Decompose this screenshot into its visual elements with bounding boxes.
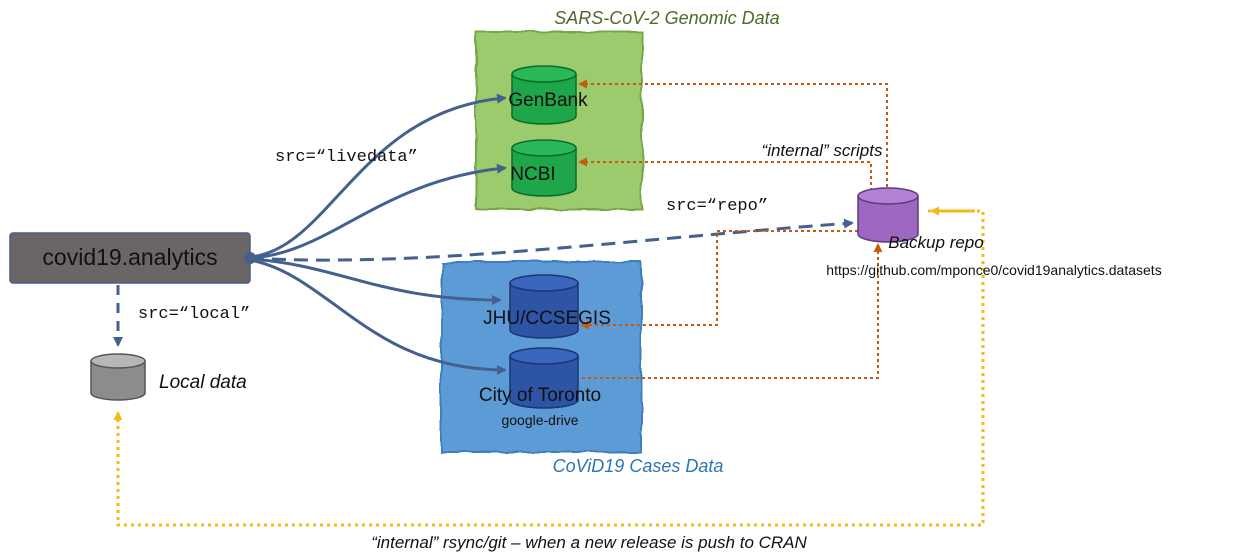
- genbank-label: GenBank: [508, 90, 588, 111]
- internal-script-links: [578, 79, 888, 379]
- arrow-to-genbank: [249, 93, 507, 259]
- genbank-db: GenBank: [508, 65, 588, 125]
- local-data-db: Local data: [90, 353, 247, 401]
- arrow-to-jhu: [249, 257, 502, 305]
- backup-repo-label: Backup repo: [888, 233, 983, 252]
- genomic-panel-title: SARS-CoV-2 Genomic Data: [554, 8, 779, 28]
- toronto-db: City of Toronto google-drive: [479, 347, 601, 428]
- link-backup-genbank: [578, 79, 888, 187]
- cases-panel-title: CoViD19 Cases Data: [553, 456, 724, 476]
- internal-scripts-label: “internal” scripts: [762, 141, 883, 160]
- arrow-to-toronto: [249, 258, 507, 375]
- src-livedata-label: src=“livedata”: [275, 148, 418, 167]
- main-node-port: [244, 252, 256, 264]
- backup-repo-url: https://github.com/mponce0/covid19analyt…: [826, 262, 1161, 278]
- jhu-label: JHU/CCSEGIS: [483, 308, 611, 329]
- main-node-label: covid19.analytics: [42, 244, 217, 270]
- toronto-label: City of Toronto: [479, 385, 601, 406]
- ncbi-db: NCBI: [510, 139, 577, 197]
- local-data-label: Local data: [159, 372, 247, 393]
- toronto-sublabel: google-drive: [501, 412, 578, 428]
- backup-repo-db: Backup repo https://github.com/mponce0/c…: [826, 187, 1162, 278]
- rsync-note-label: “internal” rsync/git – when a new releas…: [371, 533, 807, 552]
- source-arrows: [249, 93, 507, 375]
- src-local-label: src=“local”: [138, 305, 250, 324]
- cases-data-panel: CoViD19 Cases Data: [440, 261, 724, 476]
- src-repo-label: src=“repo”: [666, 197, 768, 216]
- arrow-to-ncbi: [249, 163, 507, 260]
- link-backup-jhu: [580, 230, 870, 330]
- arrow-to-backup: [249, 218, 854, 262]
- ncbi-label: NCBI: [510, 164, 555, 185]
- main-node: covid19.analytics: [9, 232, 256, 284]
- link-toronto-backup: [582, 243, 883, 379]
- jhu-db: JHU/CCSEGIS: [483, 274, 611, 339]
- link-backup-ncbi: [578, 157, 872, 191]
